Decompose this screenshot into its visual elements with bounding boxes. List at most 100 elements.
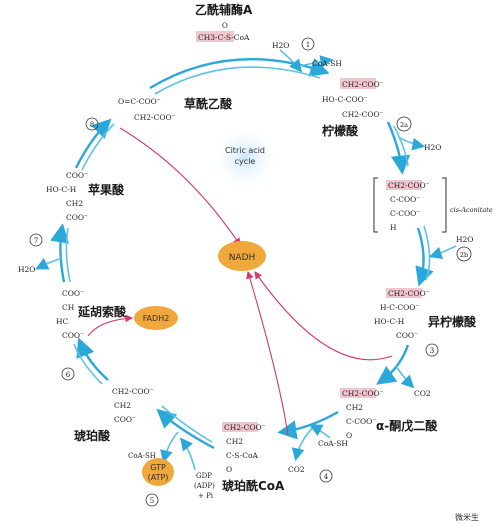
label-coash-5: CoA-SH [128, 452, 156, 460]
branch-gtp-5 [160, 431, 179, 464]
step-6-label: 6 [66, 371, 71, 379]
acetyl-coa-highlight [196, 31, 234, 42]
branch-h2o-2a [399, 137, 426, 151]
citrate-highlight [340, 78, 376, 89]
isocitrate-highlight [386, 288, 422, 298]
label-h2o-2a: H2O [424, 143, 441, 152]
succinyl-coa-line1: CH2-COO⁻ [224, 423, 266, 432]
cycle-arrow-step2a-inner [393, 125, 409, 167]
isocitrate-line4: COO⁻ [396, 331, 418, 340]
oxaloacetate-line1: O=C-COO⁻ [118, 97, 161, 106]
cycle-arrow-step3 [376, 344, 410, 385]
red-arrow-nadh-3 [254, 271, 393, 361]
acetyl-coa-formula: CH3-C-S-CoA [198, 33, 250, 42]
akg-line3: C-COO⁻ [346, 417, 376, 426]
succinyl-coa-line4: O [226, 465, 232, 474]
malate-line4: COO⁻ [66, 213, 88, 222]
cycle-arrow-step6 [76, 337, 109, 381]
fumarate-line2: CH [62, 303, 75, 312]
isocitrate-line1: CH2-COO⁻ [388, 289, 430, 298]
akg-line1: CH2-COO⁻ [342, 389, 384, 398]
cycle-arrow-step8-inner [81, 123, 115, 171]
oxaloacetate-name: 草酰乙酸 [184, 96, 233, 111]
malate-line3: CH2 [66, 199, 83, 208]
step-4-label: 4 [324, 473, 329, 481]
red-arrow-nadh-8 [119, 127, 241, 246]
cycle-arrow-step1-inner [154, 66, 321, 95]
label-adp: (ADP) [194, 482, 215, 490]
akg-line2: CH2 [346, 403, 363, 412]
cycle-arrow-step2b [415, 227, 434, 287]
step-3-label: 3 [430, 347, 434, 355]
cycle-arrow-step8 [74, 118, 112, 169]
aconitate-name: cis-Aconitate [450, 206, 493, 214]
akg-highlight [340, 388, 376, 398]
malate-name: 苹果酸 [88, 182, 125, 197]
succinyl-coa-line3: C-S-CoA [226, 451, 258, 460]
citrate-line2: HO-C-COO⁻ [322, 95, 368, 104]
center-label-line1: Citric acid [225, 146, 265, 155]
isocitrate-name: 异柠檬酸 [428, 314, 477, 329]
cycle-arrow-step2b-inner [423, 225, 431, 281]
aconitate-bracket-left [373, 177, 378, 233]
aconitate-line4: H [390, 223, 397, 232]
label-gdp: GDP [196, 472, 212, 480]
center-label-line2: cycle [235, 157, 256, 166]
oxaloacetate-line2: CH2-COO⁻ [134, 113, 176, 122]
aconitate-line3: C-COO⁻ [390, 209, 420, 218]
watermark-text: 微米生 [455, 512, 479, 522]
aconitate-line1: CH2-COO⁻ [388, 181, 430, 190]
label-co2-4: CO2 [288, 465, 305, 474]
step-3-marker: 3 [425, 343, 439, 357]
step-2b-label: 2b [460, 251, 468, 259]
fadh2-oval [134, 306, 178, 330]
step-8-label: 8 [90, 121, 94, 129]
gtp-label: GTP [150, 463, 166, 472]
aconitate-highlight [386, 180, 422, 190]
branch-co2-3 [395, 365, 415, 389]
succinate-name: 琥珀酸 [74, 428, 111, 443]
acetyl-coa-name: 乙酰辅酶A [195, 2, 253, 17]
succinyl-coa-highlight [222, 422, 258, 432]
label-coash-4: CoA-SH [318, 439, 348, 448]
cycle-arrow-step5-inner [161, 405, 213, 443]
cycle-arrow-step5 [156, 408, 215, 450]
step-1-label: 1 [306, 41, 310, 49]
citrate-line1: CH2-COO⁻ [342, 80, 384, 89]
step-6-marker: 6 [61, 367, 75, 381]
aconitate-line2: C-COO⁻ [390, 195, 420, 204]
step-4-marker: 4 [319, 469, 333, 483]
label-co2-3: CO2 [414, 389, 431, 398]
step-5-marker: 5 [145, 493, 159, 507]
label-h2o-1: H2O [272, 41, 289, 50]
branch-gdp-5 [180, 437, 196, 471]
fumarate-name: 延胡索酸 [77, 304, 127, 319]
label-coash-1: CoA-SH [312, 59, 342, 68]
branch-h2o-7 [35, 257, 63, 270]
isocitrate-line3: HO-C-H [374, 317, 405, 326]
succinate-line1: CH2-COO⁻ [112, 387, 154, 396]
branch-coash-4 [309, 424, 331, 439]
label-h2o-2b: H2O [456, 235, 473, 244]
branch-coash-1 [299, 55, 334, 68]
cycle-arrow-step2a [386, 121, 411, 175]
citrate-name: 柠檬酸 [322, 123, 359, 138]
cycle-arrow-step6-inner [73, 343, 103, 385]
branch-h2o-1 [279, 49, 302, 73]
step-5-label: 5 [150, 497, 154, 505]
fumarate-line4: COO⁻ [62, 331, 84, 340]
succinyl-coa-line2: CH2 [226, 437, 243, 446]
nadh-oval [218, 241, 266, 271]
succinate-line2: CH2 [114, 401, 131, 410]
malate-line1: COO⁻ [66, 171, 88, 180]
akg-name: α-酮戊二酸 [376, 418, 438, 433]
atp-label: (ATP) [148, 473, 169, 482]
fumarate-line1: COO⁻ [62, 289, 84, 298]
akg-line4: O [346, 431, 352, 440]
gtp-oval [142, 458, 174, 486]
center-glow [211, 124, 279, 192]
step-8-marker: 8 [85, 117, 99, 131]
nadh-label: NADH [229, 253, 256, 263]
fadh2-label: FADH2 [143, 314, 170, 323]
cycle-arrow-step4 [277, 410, 339, 440]
